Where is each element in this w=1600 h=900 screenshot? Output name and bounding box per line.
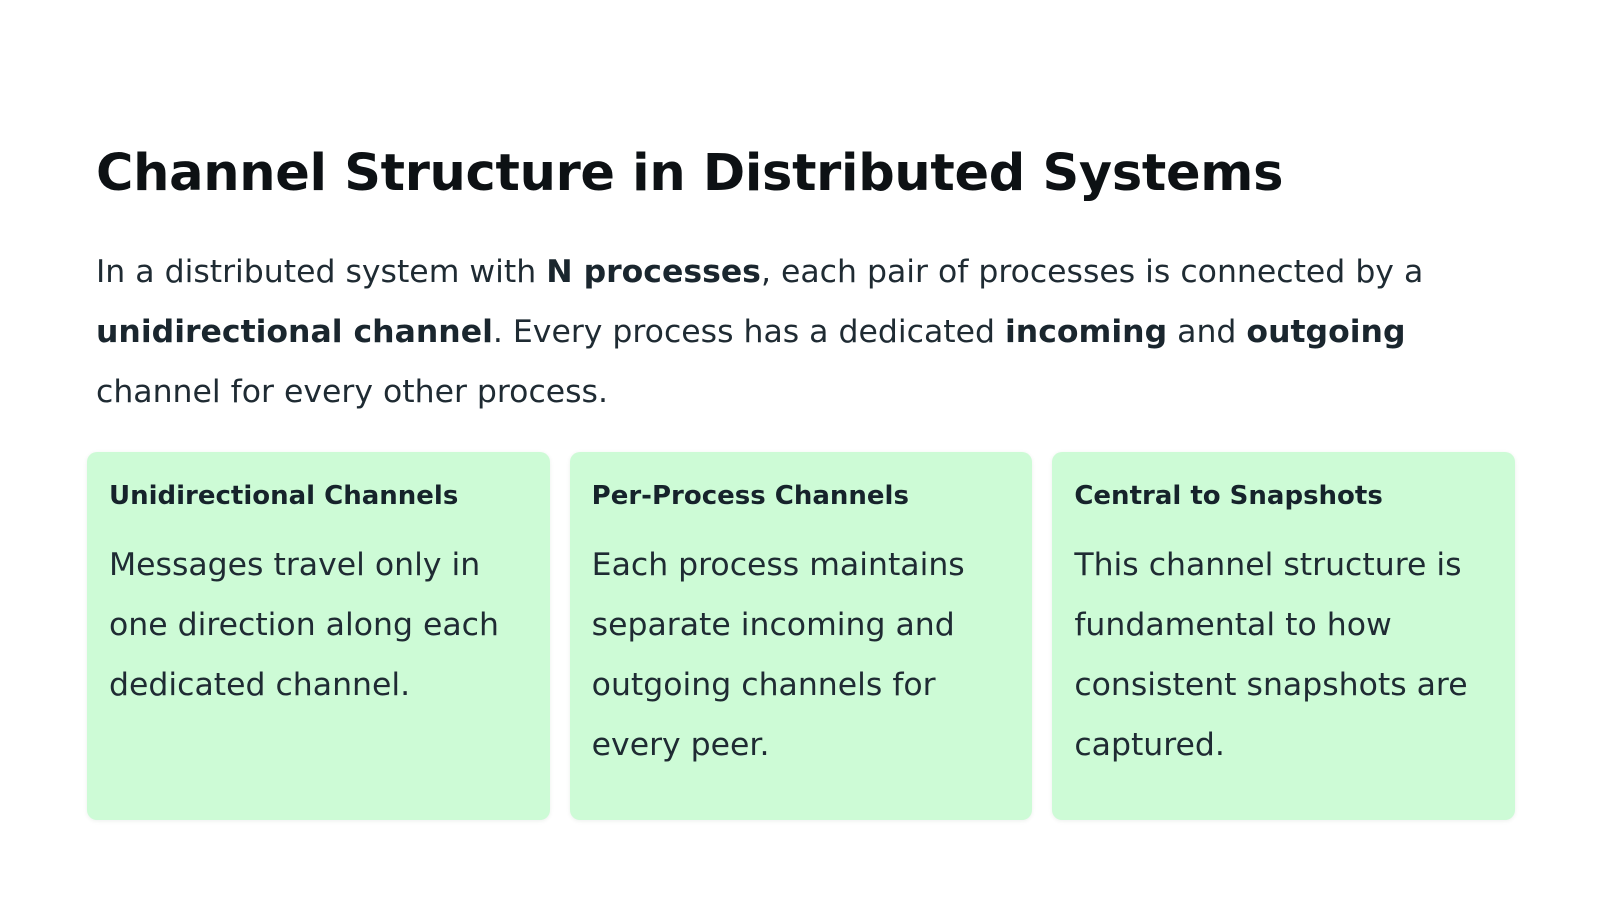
card-title: Per-Process Channels — [591, 481, 909, 511]
card-body: This channel structure is fundamental to… — [1074, 547, 1468, 763]
card-body: Messages travel only in one direction al… — [109, 547, 499, 703]
intro-text-3: . Every process has a dedicated — [492, 314, 1005, 350]
intro-bold-n-processes: N processes — [546, 254, 761, 290]
intro-text-4: and — [1167, 314, 1247, 350]
card-body: Each process maintains separate incoming… — [591, 547, 965, 763]
intro-text-2: , each pair of processes is connected by… — [760, 254, 1424, 290]
card-title: Unidirectional Channels — [109, 481, 459, 511]
intro-bold-outgoing: outgoing — [1246, 314, 1406, 350]
card-central-to-snapshots: Central to Snapshots This channel struct… — [1052, 452, 1516, 820]
intro-text-1: In a distributed system with — [96, 254, 547, 290]
intro-bold-unidirectional-channel: unidirectional channel — [96, 314, 493, 350]
intro-bold-incoming: incoming — [1004, 314, 1168, 350]
card-unidirectional-channels: Unidirectional Channels Messages travel … — [87, 452, 550, 820]
intro-text-5: channel for every other process. — [96, 374, 608, 410]
card-title: Central to Snapshots — [1074, 481, 1383, 511]
card-row: Unidirectional Channels Messages travel … — [87, 452, 1516, 820]
card-per-process-channels: Per-Process Channels Each process mainta… — [569, 452, 1033, 820]
intro-paragraph: In a distributed system with N processes… — [96, 242, 1516, 422]
slide-title: Channel Structure in Distributed Systems — [96, 144, 1284, 203]
